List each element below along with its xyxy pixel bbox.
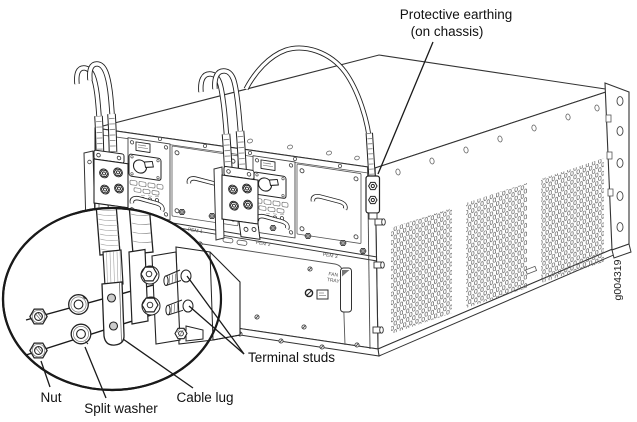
side-screw-holes [395,104,600,176]
label-split-washer: Split washer [84,401,158,416]
nut-2 [29,342,48,359]
panel-tag [316,289,329,300]
module-1-power-switch [128,153,162,181]
label-protective-earthing-2: (on chassis) [411,24,484,39]
pem-module-2 [252,155,296,239]
terminal-block-b [213,166,261,241]
module-2-power-switch [253,171,287,199]
flange-tabs [605,114,614,197]
label-terminal-studs: Terminal studs [248,350,335,365]
earthing-cable [243,45,376,177]
split-washer-2 [70,323,92,345]
terminal-stud-2 [165,299,184,316]
blank-plate-2-handle [310,194,348,211]
callout-cable-lug: Cable lug [122,338,234,405]
module-1-indicators [129,179,164,196]
callout-nut: Nut [40,360,62,405]
frame-screws [157,136,342,168]
ground-symbol [304,288,314,298]
label-protective-earthing-1: Protective earthing [400,7,513,22]
fan-tray-latch [340,267,352,313]
label-pem1: PEM 1 [187,227,203,235]
nut-1 [29,308,48,325]
magnifier-rim [1,206,223,392]
figure-id: g004319 [612,259,624,300]
label-fan-tray-2: TRAY [326,277,340,285]
cable-lug-part [101,249,125,346]
side-latch-tab [525,265,538,275]
module-1-handle [129,195,165,212]
cable-bundle-1 [74,61,118,156]
flange-holes [616,96,624,232]
earthing-lug [365,175,381,220]
module-1-tag [135,141,151,153]
callout-terminal-studs: Terminal studs [186,275,335,365]
installed-cable-lug [128,208,161,325]
blank-plate-2 [296,163,362,244]
label-nut: Nut [40,390,61,405]
divider-bolts [178,208,367,255]
terminal-block-a [83,149,130,227]
vent-perforation [391,158,604,334]
terminal-stud-1 [163,269,182,287]
callout-split-washer: Split washer [84,346,158,416]
module-2-indicators [254,197,289,214]
power-cables [74,45,376,177]
label-cable-lug: Cable lug [176,390,233,405]
callouts: Protective earthing (on chassis) Termina… [40,7,624,416]
leader-terminal-studs-2 [188,305,245,355]
block-bottom-stud [174,325,204,342]
lug-hole-1 [106,293,117,303]
leader-nut [40,360,51,388]
split-washer-1 [68,294,89,315]
pem-module-1 [127,137,171,221]
top-face-screw-holes [247,138,360,161]
corner-bolts [372,218,386,334]
rack-flange [604,82,632,259]
callout-protective-earthing: Protective earthing (on chassis) [377,7,513,175]
chassis-side-face [374,89,617,357]
label-pem2: PEM 2 [255,240,271,248]
leader-cable-lug [122,338,194,389]
leader-split-washer [84,346,107,399]
label-fan-tray-1: FAN [328,271,339,278]
leader-protective-earthing [377,41,434,175]
lug-hole-2 [108,321,119,331]
module-2-tag [260,159,276,171]
label-pem3: PEM 3 [322,252,338,260]
magnifier-inset [1,206,241,392]
leader-terminal-studs-1 [186,275,245,355]
new-cable [95,208,121,256]
